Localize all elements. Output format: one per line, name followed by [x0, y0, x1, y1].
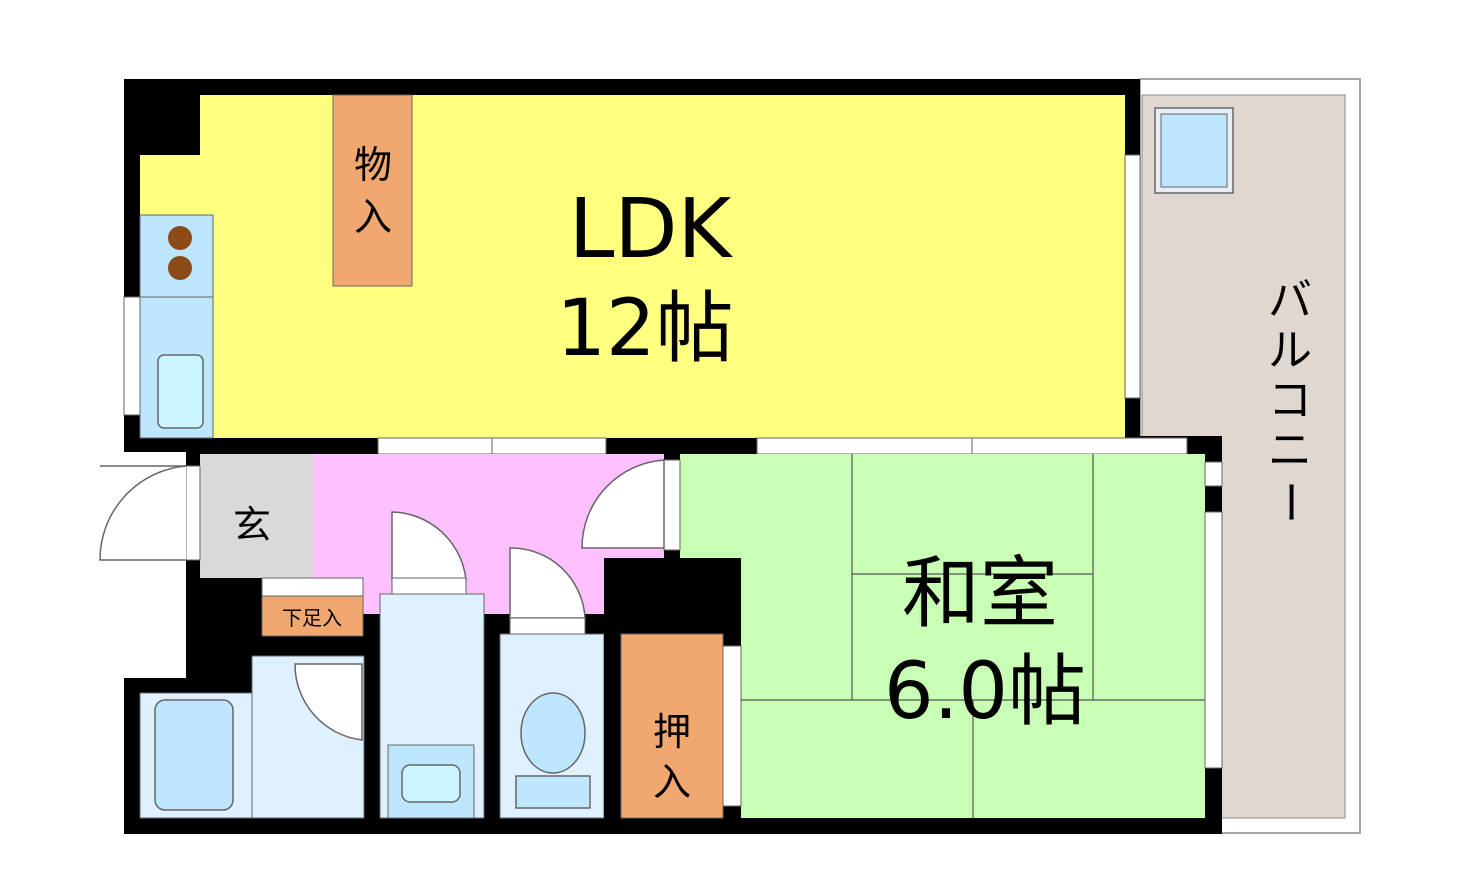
stove-burner: [168, 256, 192, 280]
ldk-window: [1124, 154, 1141, 399]
toilet-door-swing: [509, 547, 586, 619]
genkan-label: 玄: [233, 503, 271, 547]
monoire-closet: [332, 94, 413, 287]
washitsu-door-swing: [581, 459, 665, 549]
oshiire-char-1: 押: [653, 710, 691, 754]
oshiire-door: [722, 645, 742, 807]
washitsu-door-frame: [663, 459, 681, 551]
toilet-door-frame: [509, 617, 586, 635]
washitsu-room: [680, 454, 1205, 818]
ldk-size: 12帖: [556, 284, 733, 374]
bathtub: [154, 699, 234, 811]
washitsu-window: [1204, 511, 1223, 769]
wash-basin: [401, 764, 461, 803]
monoire-char-2: 入: [354, 195, 392, 239]
oshiire-char-2: 入: [653, 760, 691, 804]
balcony-char-3: コ: [1268, 375, 1312, 426]
balcony-ac-unit-inner: [1160, 113, 1228, 188]
getabako: [261, 595, 364, 637]
oshiire-closet: [620, 633, 724, 819]
balcony-char-4: ニ: [1268, 425, 1312, 476]
genkan: [200, 454, 313, 578]
tatami-lines: [741, 454, 1205, 818]
toilet-tank: [515, 775, 591, 809]
washroom-door-frame: [391, 577, 467, 595]
entrance-door-swing: [99, 465, 187, 561]
balcony-char-1: バ: [1268, 275, 1312, 326]
washitsu-name: 和室: [902, 549, 1058, 639]
ldk-name: LDK: [569, 182, 734, 277]
washitsu-size: 6.0帖: [884, 647, 1086, 737]
toilet-bowl: [520, 692, 586, 774]
monoire-char-1: 物: [354, 143, 392, 187]
balcony-char-5: ー: [1264, 480, 1315, 524]
entrance-door-frame: [185, 465, 201, 561]
stove-burner: [168, 226, 192, 250]
kitchen-window: [123, 296, 141, 416]
washitsu-window-small: [1204, 461, 1223, 487]
bath-door-swing: [294, 663, 363, 741]
getabako-space: [261, 577, 364, 597]
balcony-char-2: ル: [1268, 325, 1312, 376]
kitchen-sink: [157, 354, 204, 429]
getabako-label: 下足入: [282, 606, 342, 630]
